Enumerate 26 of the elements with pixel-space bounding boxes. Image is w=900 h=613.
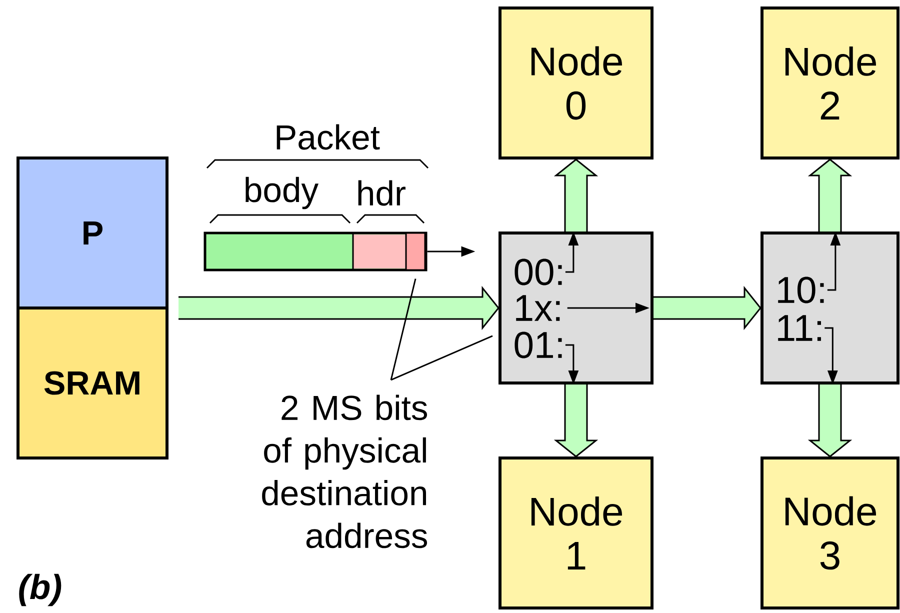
header-bit <box>405 232 426 271</box>
arrow <box>554 384 598 458</box>
bracket-label: hdr <box>358 180 406 206</box>
arrow <box>178 286 500 330</box>
bracket-label: Packet <box>276 124 380 150</box>
packet-bar <box>204 232 428 272</box>
port-label: 00: <box>514 258 562 286</box>
arrow <box>652 286 762 330</box>
arrow <box>808 158 852 232</box>
node-box: Node 1 <box>498 456 654 610</box>
processor-box: P <box>16 156 168 310</box>
panel-label: (b) <box>19 574 62 606</box>
node-box: Node 0 <box>498 6 654 160</box>
leader-line <box>390 278 416 380</box>
port-label: 11: <box>778 315 821 341</box>
port-label: 1x: <box>516 295 560 321</box>
port-label: 01: <box>514 332 562 358</box>
node-box: Node 3 <box>760 456 900 610</box>
port-label: 10: <box>778 276 824 304</box>
bracket-label: body <box>246 176 319 210</box>
leader-line <box>390 335 493 381</box>
note-text: 2 MS bits of physical destination address <box>262 394 428 548</box>
memory-box: SRAM <box>16 306 168 460</box>
arrow <box>808 384 852 458</box>
node-box: Node 2 <box>760 6 900 160</box>
arrow <box>554 158 598 232</box>
